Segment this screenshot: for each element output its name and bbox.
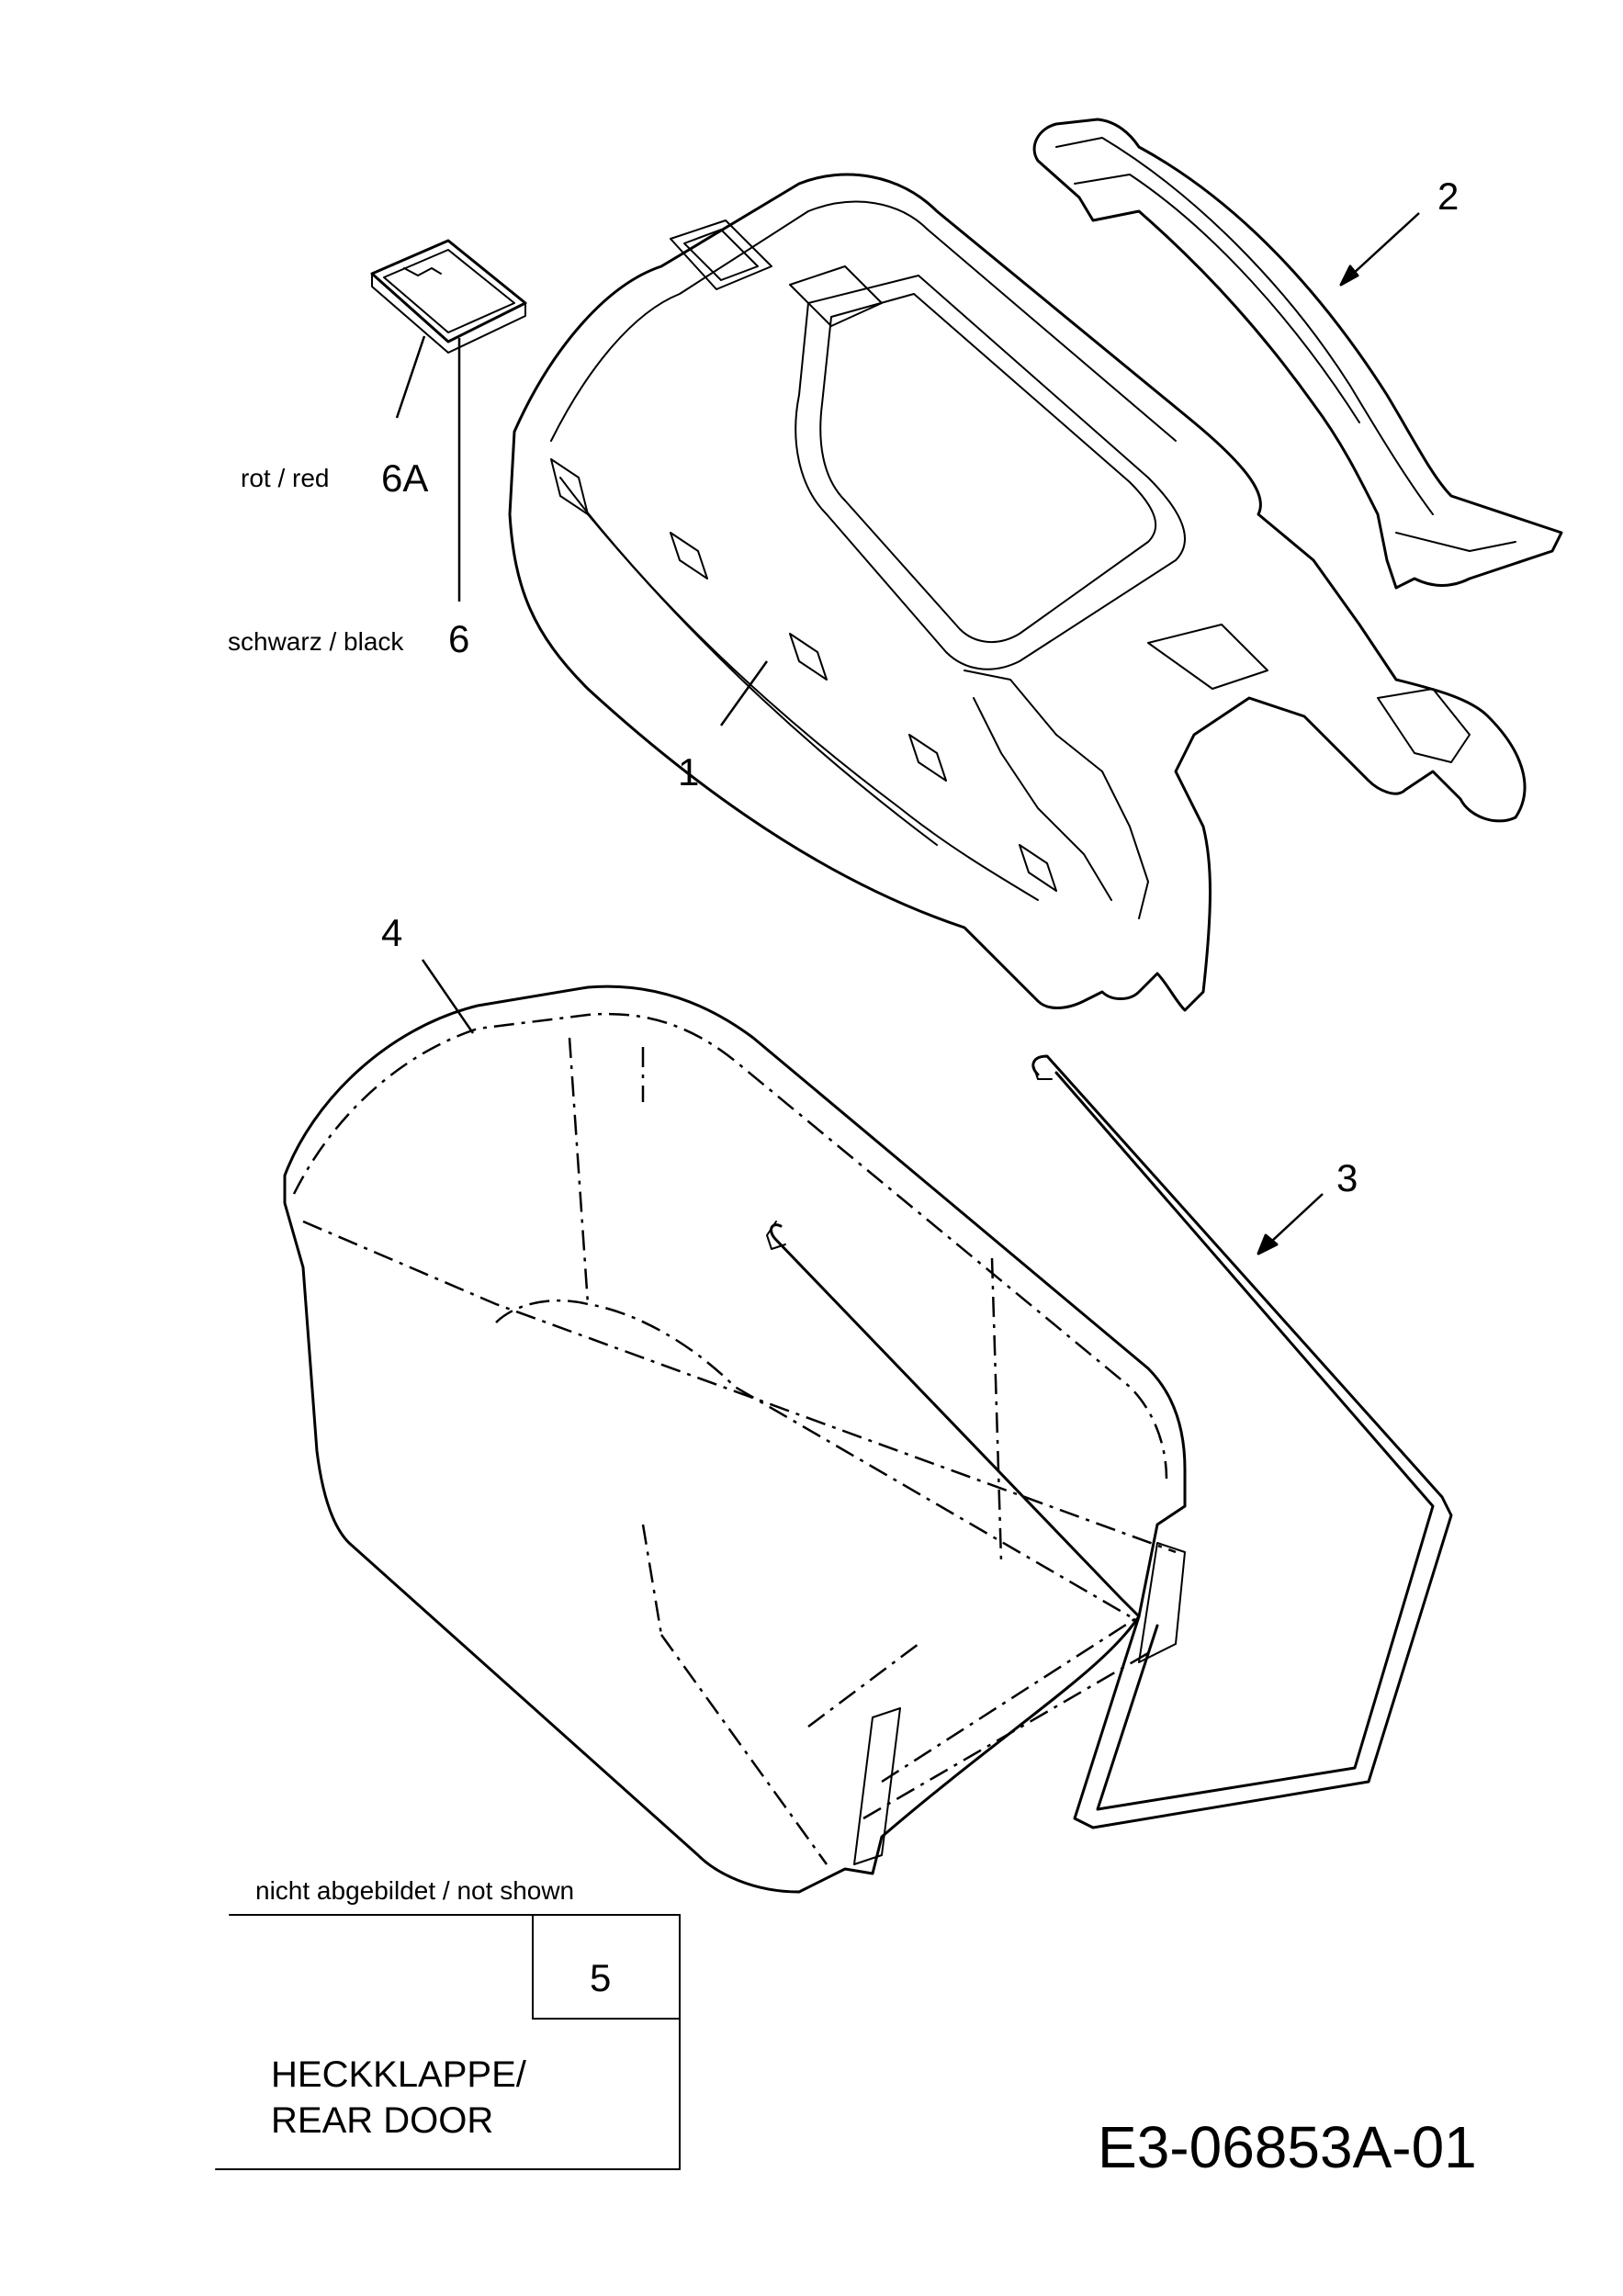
label-part-6: 6: [448, 617, 469, 660]
not-shown-box: nicht abgebildet / not shown 5 HECKKLAPP…: [215, 1876, 681, 2170]
label-part-5: 5: [590, 1956, 611, 1999]
label-part-4: 4: [381, 911, 402, 954]
part-2-handle: [1032, 118, 1563, 590]
arrow-3: [1257, 1233, 1279, 1255]
part-4-grass-bag: [283, 985, 1187, 1894]
part-6-cap: [370, 239, 527, 354]
label-part-2: 2: [1437, 174, 1459, 218]
arrow-2: [1339, 264, 1359, 287]
label-part-3: 3: [1336, 1156, 1358, 1199]
part-3-frame: [766, 1054, 1453, 1829]
document-number: E3-06853A-01: [1098, 2114, 1477, 2180]
label-part-6a: 6A: [381, 456, 428, 500]
note-not-shown: nicht abgebildet / not shown: [255, 1876, 574, 1905]
leader-lines: [395, 212, 1420, 1255]
note-red: rot / red: [241, 464, 329, 492]
note-black: schwarz / black: [228, 627, 404, 656]
leader-1: [719, 660, 769, 726]
label-part-1: 1: [678, 750, 699, 793]
box-text-line2: REAR DOOR: [271, 2100, 493, 2141]
box-text-line1: HECKKLAPPE/: [271, 2054, 527, 2095]
leader-6a: [395, 335, 426, 419]
part-1-cover: [508, 173, 1527, 1012]
leader-4: [421, 959, 475, 1034]
